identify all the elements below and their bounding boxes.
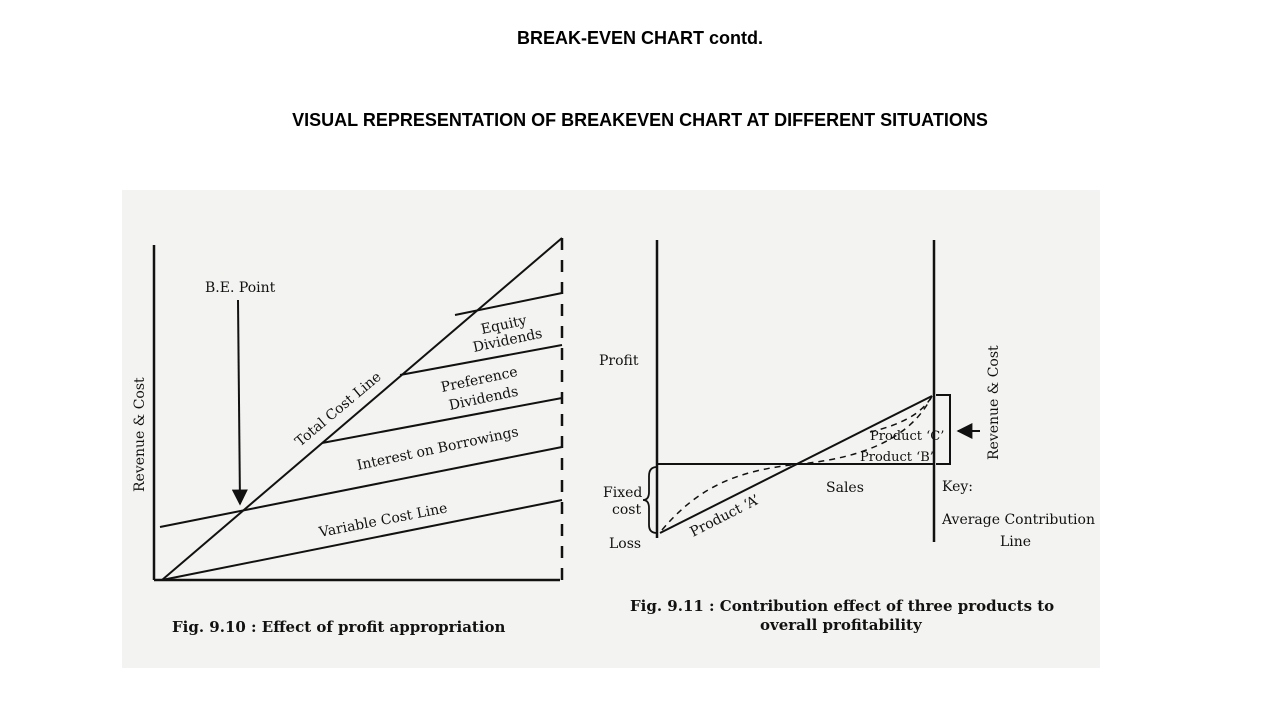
variable-cost-line [161,499,563,581]
fixed-cost-brace [642,466,658,534]
fixed-cost-label-2: cost [612,502,641,518]
scanned-figure-background [122,190,1100,668]
product-a-line [659,395,933,534]
be-point-label: B.E. Point [205,280,276,296]
key-description-1: Average Contribution [941,512,1095,528]
slide-title: BREAK-EVEN CHART contd. [517,28,763,48]
loss-label: Loss [609,536,641,552]
fig-9-11 [642,240,980,542]
slide-subtitle: VISUAL REPRESENTATION OF BREAKEVEN CHART… [292,110,988,130]
fig2-caption-1: Fig. 9.11 : Contribution effect of three… [630,597,1054,615]
fig1-caption: Fig. 9.10 : Effect of profit appropriati… [172,618,506,636]
total-cost-line [161,237,563,581]
product-b-label: Product ‘B’ [860,450,934,465]
fig1-y-axis-label: Revenue & Cost [132,377,148,492]
fig-9-10 [152,237,564,582]
profit-label: Profit [599,353,639,369]
product-c-label: Product ‘C’ [870,429,944,444]
fixed-cost-label-1: Fixed [603,485,642,501]
equity-band-line [454,292,563,316]
interest-band-line [321,397,563,444]
total-cost-line-label: Total Cost Line [292,369,384,450]
fig2-y-axis-label: Revenue & Cost [986,345,1002,460]
sales-label: Sales [826,480,864,496]
key-description-2: Line [1000,534,1031,550]
preference-band-line [399,344,563,376]
revenue-cost-bracket [936,394,951,465]
product-c-curve [869,395,933,433]
key-label: Key: [942,479,973,495]
fig2-caption-2: overall profitability [760,616,923,634]
fixed-cost-line [159,446,563,528]
be-point-arrow [231,299,248,506]
product-b-curve [661,395,933,531]
